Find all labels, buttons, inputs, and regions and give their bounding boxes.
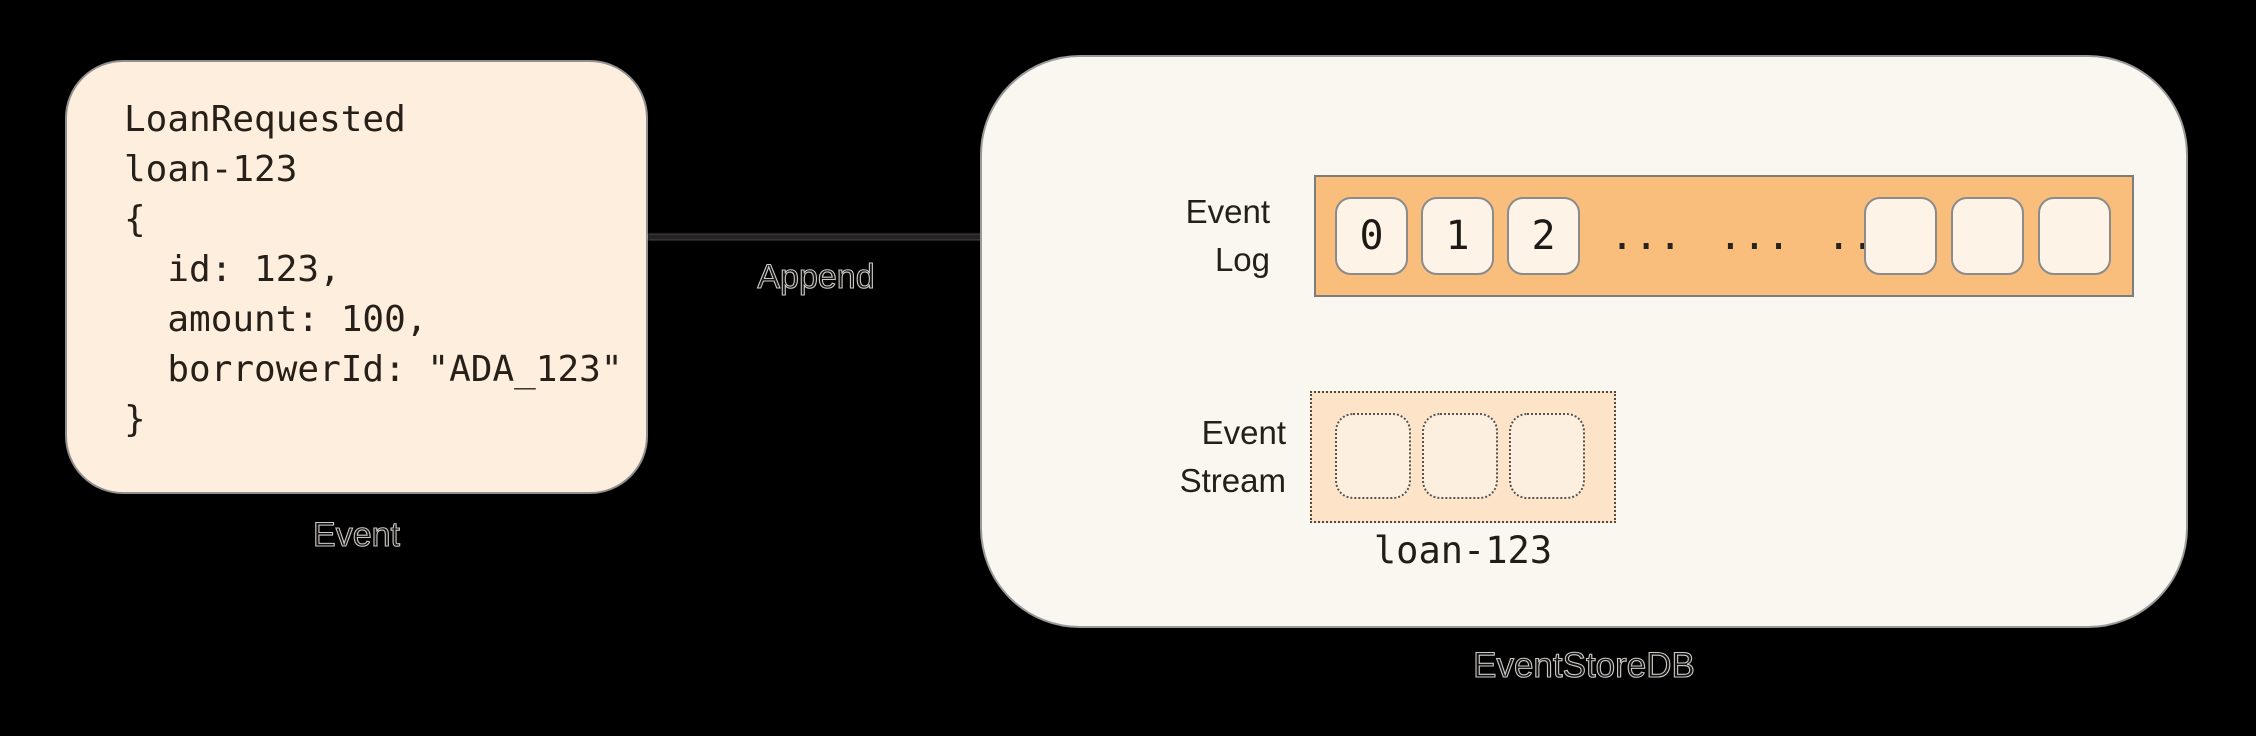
event-log-cell-0: 0 bbox=[1335, 197, 1408, 275]
event-log-label: Event Log bbox=[1185, 193, 1270, 278]
ellipsis-dots: ... ... ... bbox=[1610, 213, 1899, 259]
event-stream-empty-cell bbox=[1335, 413, 1411, 499]
event-log-empty-cell bbox=[2038, 197, 2111, 275]
event-log-empty-cell bbox=[1951, 197, 2024, 275]
event-log-cell-2: 2 bbox=[1507, 197, 1580, 275]
event-log-cell-1: 1 bbox=[1421, 197, 1494, 275]
event-card: LoanRequested loan-123 { id: 123, amount… bbox=[65, 60, 648, 494]
stream-name-label: loan-123 bbox=[1373, 529, 1553, 572]
event-stream-empty-cell bbox=[1422, 413, 1498, 499]
event-code: LoanRequested loan-123 { id: 123, amount… bbox=[124, 99, 623, 440]
event-stream-empty-cell bbox=[1509, 413, 1585, 499]
event-log-cells: 0 1 2 bbox=[1335, 197, 1580, 275]
event-stream-cells bbox=[1335, 413, 1585, 499]
event-log-empty-cells bbox=[1864, 197, 2111, 275]
eventstoredb-caption: EventStoreDB bbox=[1473, 645, 1696, 685]
eventstoredb-container: Event Log 0 1 2 ... ... ... Event Stream… bbox=[980, 55, 2188, 628]
event-log-bar: 0 1 2 ... ... ... bbox=[1314, 175, 2134, 297]
append-label: Append bbox=[757, 257, 875, 296]
event-caption: Event bbox=[312, 515, 400, 554]
event-stream-box bbox=[1310, 391, 1616, 523]
event-stream-label: Event Stream bbox=[1179, 414, 1286, 499]
event-log-empty-cell bbox=[1864, 197, 1937, 275]
